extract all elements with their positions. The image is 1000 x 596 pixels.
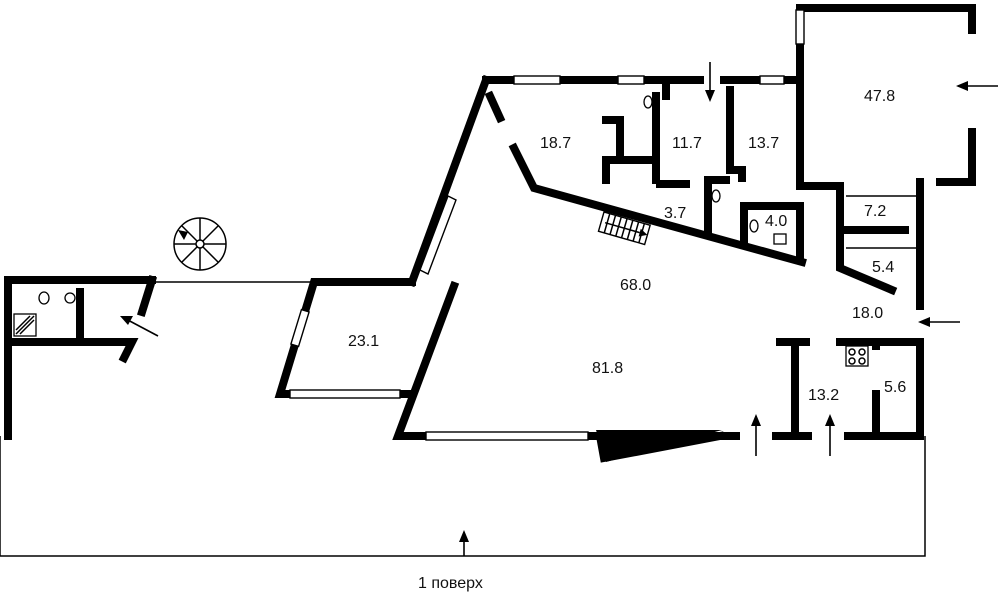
wall-wedge — [596, 430, 722, 462]
window — [289, 389, 401, 399]
stove-icon — [845, 345, 869, 367]
windows — [289, 9, 805, 441]
toilet-icon — [38, 95, 759, 305]
shower-icon — [13, 313, 37, 337]
room-area-label: 81.8 — [592, 360, 623, 377]
window — [290, 308, 310, 348]
room-area-label: 18.7 — [540, 135, 571, 152]
room-area-label: 5.6 — [884, 379, 906, 396]
straight-staircase-icon — [597, 211, 652, 246]
window — [425, 431, 589, 441]
spiral-staircase-icon — [173, 217, 227, 271]
window — [419, 195, 457, 275]
thin-lines — [0, 195, 926, 557]
room-area-label: 5.4 — [872, 259, 894, 276]
room-area-label: 7.2 — [864, 203, 886, 220]
window — [795, 9, 805, 45]
room-area-label: 18.0 — [852, 305, 883, 322]
window — [617, 75, 645, 85]
sink-icon — [64, 233, 787, 304]
room-labels: 47.8 18.7 11.7 13.7 7.2 3.7 4.0 5.4 68.0… — [348, 88, 906, 404]
room-area-label: 4.0 — [765, 213, 787, 230]
room-area-label: 68.0 — [620, 277, 651, 294]
entrance-arrow-icon — [120, 62, 998, 556]
window — [513, 75, 561, 85]
room-area-label: 47.8 — [864, 88, 895, 105]
room-area-label: 23.1 — [348, 333, 379, 350]
room-area-label: 11.7 — [672, 135, 702, 152]
room-area-label: 13.2 — [808, 387, 839, 404]
window — [759, 75, 785, 85]
room-area-label: 13.7 — [748, 135, 779, 152]
room-area-label: 3.7 — [664, 205, 686, 222]
floor-label: 1 поверх — [418, 575, 483, 592]
